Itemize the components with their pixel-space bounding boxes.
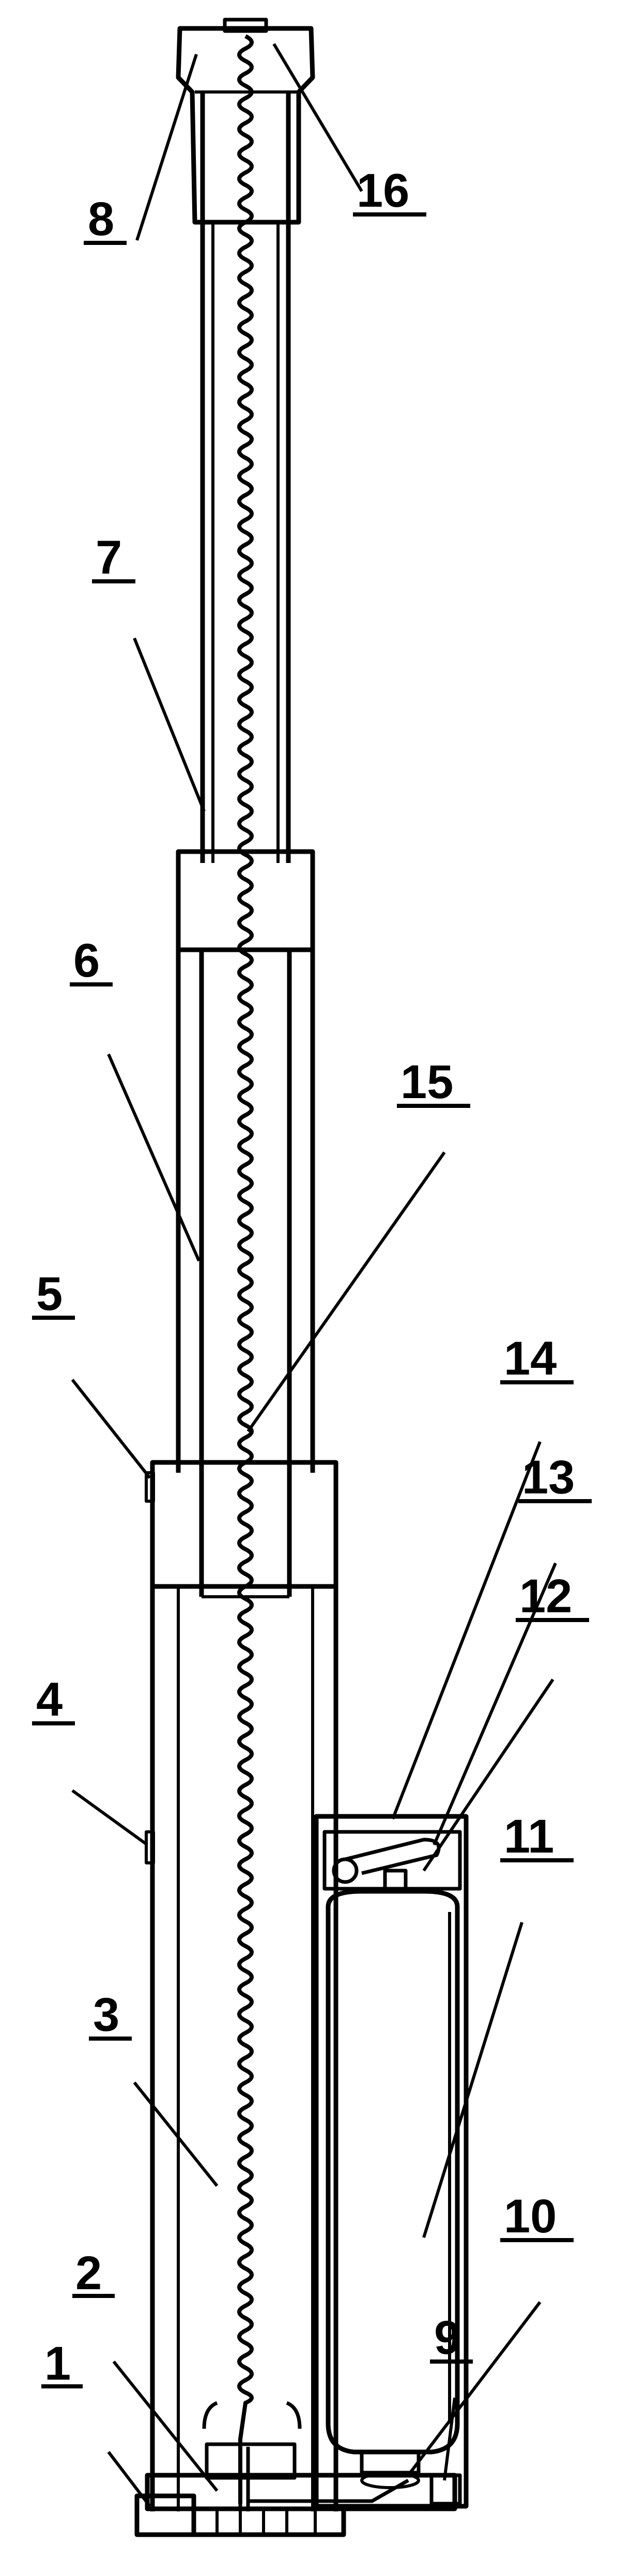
callout-14: 14 <box>504 1332 557 1385</box>
callout-2: 2 <box>75 2247 102 2300</box>
callout-11: 11 <box>504 1810 554 1863</box>
callout-8: 8 <box>88 193 114 245</box>
callout-9: 9 <box>434 2311 460 2364</box>
callout-16: 16 <box>357 164 409 217</box>
callout-6: 6 <box>73 934 100 987</box>
callout-13: 13 <box>522 1451 575 1504</box>
top-cap <box>176 18 315 225</box>
callout-15: 15 <box>400 1056 453 1108</box>
cylinder-housing <box>314 1814 469 2509</box>
callout-7: 7 <box>96 531 122 584</box>
callout-1: 1 <box>44 2337 71 2390</box>
callout-12: 12 <box>519 1570 572 1623</box>
callout-5: 5 <box>36 1268 63 1320</box>
coiled-cable <box>237 34 254 2504</box>
callout-labels: 1 2 3 4 5 6 7 8 9 10 11 12 13 14 15 16 <box>32 164 592 2390</box>
leader-lines <box>71 43 557 2507</box>
callout-3: 3 <box>93 1988 119 2041</box>
base-assembly <box>134 2401 457 2537</box>
upper-tube <box>200 92 291 863</box>
callout-4: 4 <box>36 1673 63 1726</box>
callout-10: 10 <box>504 2190 557 2243</box>
